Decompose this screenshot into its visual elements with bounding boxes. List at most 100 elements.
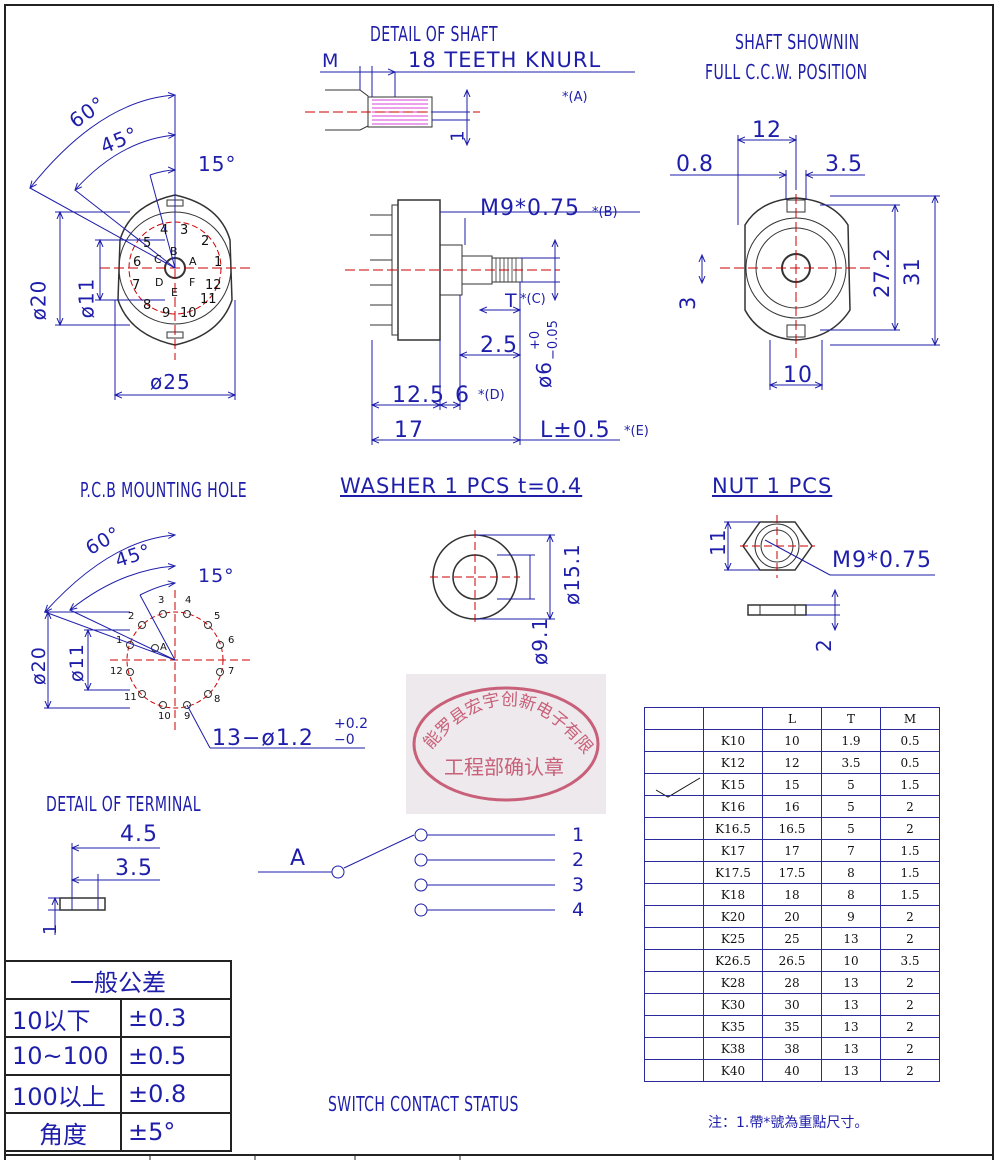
dim-d6-tol-bottom: −0.05 xyxy=(546,320,561,360)
table-check-cell xyxy=(644,1059,704,1082)
pcb-hole-label: 12 xyxy=(110,666,123,677)
dim-d25: ø25 xyxy=(150,370,191,394)
pcb-mounting-title: P.C.B MOUNTING HOLE xyxy=(80,478,247,502)
detail-shaft-title: DETAIL OF SHAFT xyxy=(370,22,498,46)
dim-term-4-5: 4.5 xyxy=(120,822,158,847)
table-cell: 15 xyxy=(762,773,822,796)
table-cell: K25 xyxy=(703,927,763,950)
tolerance-value: ±0.8 xyxy=(120,1074,232,1114)
switch-position-label: 2 xyxy=(572,849,586,871)
pcb-hole-label: 6 xyxy=(228,635,235,646)
table-cell: 13 xyxy=(821,1059,881,1082)
table-cell: K15 xyxy=(703,773,763,796)
dim-d6-tol-top: +0 xyxy=(528,330,543,350)
pcb-hole-label: 8 xyxy=(214,694,221,705)
rotor-letter: B xyxy=(170,245,178,258)
table-cell: 2 xyxy=(880,905,940,928)
pcb-hole-label: 11 xyxy=(124,692,137,703)
pcb-mounting-view xyxy=(44,535,365,749)
table-cell: 13 xyxy=(821,1037,881,1060)
table-cell: 8 xyxy=(821,861,881,884)
table-cell: 20 xyxy=(762,905,822,928)
table-cell: K20 xyxy=(703,905,763,928)
pcb-dim-d20: ø20 xyxy=(28,646,50,685)
rotor-label: 11 xyxy=(200,292,217,307)
switch-position-label: 3 xyxy=(572,874,586,896)
table-cell: K18 xyxy=(703,883,763,906)
table-header-cell xyxy=(703,707,763,730)
table-check-cell xyxy=(644,883,704,906)
mark-e: *(E) xyxy=(624,424,649,439)
table-cell: 2 xyxy=(880,993,940,1016)
general-tolerance-table: 一般公差 10以下±0.3 10~100±0.5 100以上±0.8 角度±5° xyxy=(3,960,232,1152)
dim-2-5: 2.5 xyxy=(480,333,518,358)
pcb-hole-label: 9 xyxy=(184,711,191,722)
tolerance-title: 一般公差 xyxy=(4,960,232,1000)
table-cell: 0.5 xyxy=(880,729,940,752)
table-header-cell: L xyxy=(762,707,822,730)
dim-0-8: 0.8 xyxy=(676,152,714,177)
washer-title: WASHER 1 PCS t=0.4 xyxy=(340,474,583,498)
table-cell: K28 xyxy=(703,971,763,994)
dim-shaft-one: 1 xyxy=(447,129,469,142)
dim-d9-1: ø9.1 xyxy=(528,616,552,665)
dim-nut-2: 2 xyxy=(812,638,836,652)
side-view xyxy=(345,199,640,445)
table-cell: 5 xyxy=(821,795,881,818)
table-cell: 12 xyxy=(762,751,822,774)
dim-d20: ø20 xyxy=(26,279,51,321)
rotor-label: 3 xyxy=(180,223,189,238)
dim-m: M xyxy=(322,50,340,72)
table-check-cell xyxy=(644,905,704,928)
rotor-letter: C xyxy=(154,253,162,266)
switch-position-label: 1 xyxy=(572,824,586,846)
dim-27-2: 27.2 xyxy=(870,247,894,298)
rotor-label: 10 xyxy=(180,306,197,321)
tolerance-value: ±0.5 xyxy=(120,1036,232,1076)
table-cell: K38 xyxy=(703,1037,763,1060)
pcb-angle-15: 15° xyxy=(198,565,235,587)
table-cell: K17.5 xyxy=(703,861,763,884)
switch-position-label: 4 xyxy=(572,899,586,921)
rotor-label: 12 xyxy=(205,278,222,293)
table-cell: 3.5 xyxy=(821,751,881,774)
table-cell: 30 xyxy=(762,993,822,1016)
table-cell: K26.5 xyxy=(703,949,763,972)
dim-12-5: 12.5 xyxy=(392,383,445,408)
table-cell: 1.9 xyxy=(821,729,881,752)
table-cell: 13 xyxy=(821,927,881,950)
table-cell: 2 xyxy=(880,927,940,950)
table-cell: 3.5 xyxy=(880,949,940,972)
stamp-seal: 能罗县宏宇创新电子有限公司 工程部确认章 xyxy=(406,674,600,802)
mark-a: *(A) xyxy=(562,90,588,105)
table-cell: 7 xyxy=(821,839,881,862)
table-cell: 2 xyxy=(880,1037,940,1060)
table-cell: 2 xyxy=(880,1015,940,1038)
mark-d: *(D) xyxy=(478,388,505,403)
dim-l: L±0.5 xyxy=(540,418,611,443)
pcb-hole-label: 2 xyxy=(128,611,135,622)
washer-view xyxy=(430,530,555,625)
mark-b: *(B) xyxy=(592,205,618,220)
table-check-cell xyxy=(644,795,704,818)
table-cell: 35 xyxy=(762,1015,822,1038)
dim-thread: M9*0.75 xyxy=(480,196,580,221)
dim-holes-tol-bottom: −0 xyxy=(334,732,355,748)
table-cell: 1.5 xyxy=(880,773,940,796)
rotor-letter: A xyxy=(189,255,197,268)
dim-d6: ø6 xyxy=(532,361,556,388)
rotor-label: 1 xyxy=(214,255,223,270)
table-check-cell xyxy=(644,993,704,1016)
pcb-hole-label: 4 xyxy=(185,595,192,606)
table-cell: 2 xyxy=(880,971,940,994)
table-cell: 17 xyxy=(762,839,822,862)
tolerance-range: 10~100 xyxy=(3,1036,123,1076)
dim-term-1: 1 xyxy=(40,922,61,935)
stamp-department: 工程部确认章 xyxy=(444,755,564,779)
